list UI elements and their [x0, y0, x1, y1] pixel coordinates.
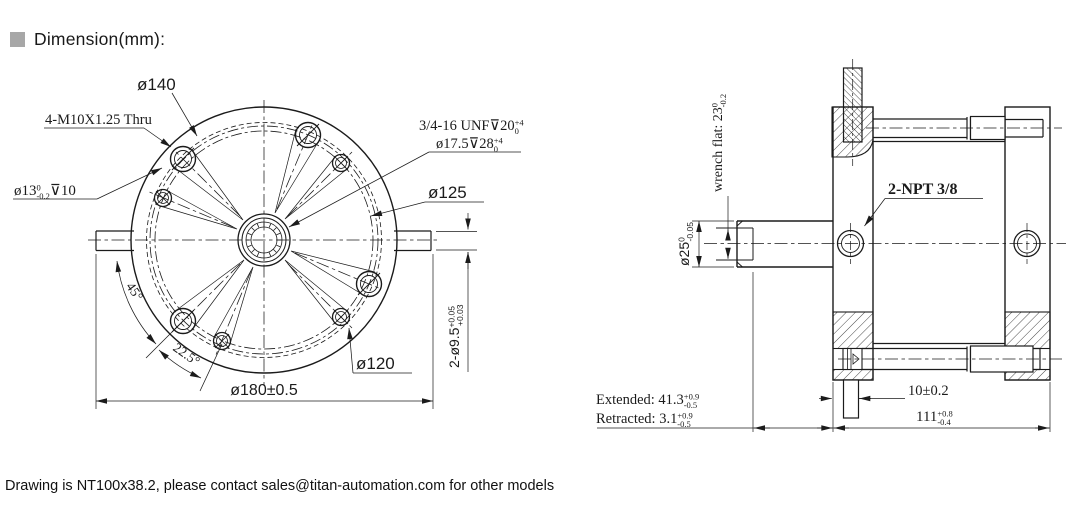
- dim-pin-offset: 10±0.2: [819, 383, 949, 402]
- callout-m10: 4-M10X1.25 Thru: [44, 112, 172, 148]
- bolt-hole: [169, 145, 197, 173]
- centerlines: [88, 100, 440, 386]
- dim-wrench-flat: wrench flat: 230-0.2: [710, 94, 731, 259]
- page-title: Dimension(mm):: [34, 29, 166, 49]
- dim-label: wrench flat: 230-0.2: [710, 94, 729, 192]
- callout-label: 4-M10X1.25 Thru: [45, 112, 152, 128]
- threaded-holes: [153, 153, 351, 351]
- front-view: ø140 4-M10X1.25 Thru ø130-0.2⊽10: [13, 75, 524, 409]
- dim-label: ø250-0.05: [676, 222, 695, 266]
- bottom-pin: [842, 379, 860, 419]
- tapped-hole: [153, 188, 173, 208]
- dim-label-extended: Extended: 41.3+0.9-0.5: [596, 392, 699, 411]
- dim-label: ø140: [137, 75, 176, 94]
- npt-port-left: [836, 223, 865, 264]
- dim-label: ø120: [356, 354, 395, 373]
- dim-label-retracted: Retracted: 3.1+0.9-0.5: [596, 411, 693, 430]
- dim-pin-holes: 2-ø9.5+0.05+0.03: [436, 213, 477, 372]
- dim-rod-diameter: ø250-0.05: [676, 220, 734, 268]
- bolt-hole: [355, 270, 383, 298]
- dim-circle-125: ø125: [370, 183, 484, 217]
- left-tab: [95, 230, 134, 252]
- dim-bolt-circle-120: ø120: [347, 327, 412, 374]
- title-bullet-square: [10, 32, 25, 47]
- callout-label: 2-NPT 3/8: [888, 181, 957, 198]
- bolt-circle-outer: [149, 125, 379, 355]
- bottom-left-hatch-strip: [832, 368, 874, 381]
- hidden-circle: [146, 122, 382, 358]
- tapped-hole: [212, 331, 232, 351]
- dim-outer-diameter: ø180±0.5: [95, 254, 434, 409]
- side-view: 2-NPT 3/8 wrench flat: 230-0.2: [596, 59, 1066, 432]
- right-tab: [394, 230, 432, 252]
- tapped-hole: [331, 153, 351, 173]
- angle-label-45: 45°: [123, 279, 146, 303]
- dim-angles: 45° 22.5°: [115, 260, 223, 392]
- dim-bolt-circle-140: ø140: [137, 75, 198, 137]
- piston-rod: [716, 220, 833, 268]
- bottom-left-hatch: [832, 311, 874, 350]
- extension-lines: [752, 272, 1051, 432]
- bottom-right-hatch: [1004, 311, 1051, 350]
- dim-label: 2-ø9.5+0.05+0.03: [446, 304, 465, 368]
- dim-label: 10±0.2: [908, 383, 949, 399]
- center-hub: [237, 213, 291, 267]
- bolt-hole: [294, 121, 322, 149]
- callout-label: ø130-0.2⊽10: [14, 183, 76, 202]
- flange-outline: [130, 106, 398, 374]
- dim-label: 111+0.8-0.4: [916, 409, 953, 428]
- spoke-lines: [159, 128, 376, 345]
- dim-stroke: Extended: 41.3+0.9-0.5 Retracted: 3.1+0.…: [596, 392, 1050, 431]
- dim-label: ø180±0.5: [230, 382, 298, 399]
- footer-note: Drawing is NT100x38.2, please contact sa…: [5, 478, 555, 494]
- bolt-circle-inner: [154, 130, 374, 350]
- callout-cbore-13: ø130-0.2⊽10: [13, 167, 163, 202]
- angle-label-22-5: 22.5°: [170, 340, 202, 369]
- dim-body-length: 111+0.8-0.4: [834, 409, 1049, 431]
- dim-label: ø125: [428, 183, 467, 202]
- body-edges: [873, 140, 1005, 345]
- page-title-row: Dimension(mm):: [10, 29, 165, 50]
- callout-npt: 2-NPT 3/8: [864, 181, 983, 227]
- tapped-hole: [331, 307, 351, 327]
- npt-port-right: [1013, 223, 1041, 264]
